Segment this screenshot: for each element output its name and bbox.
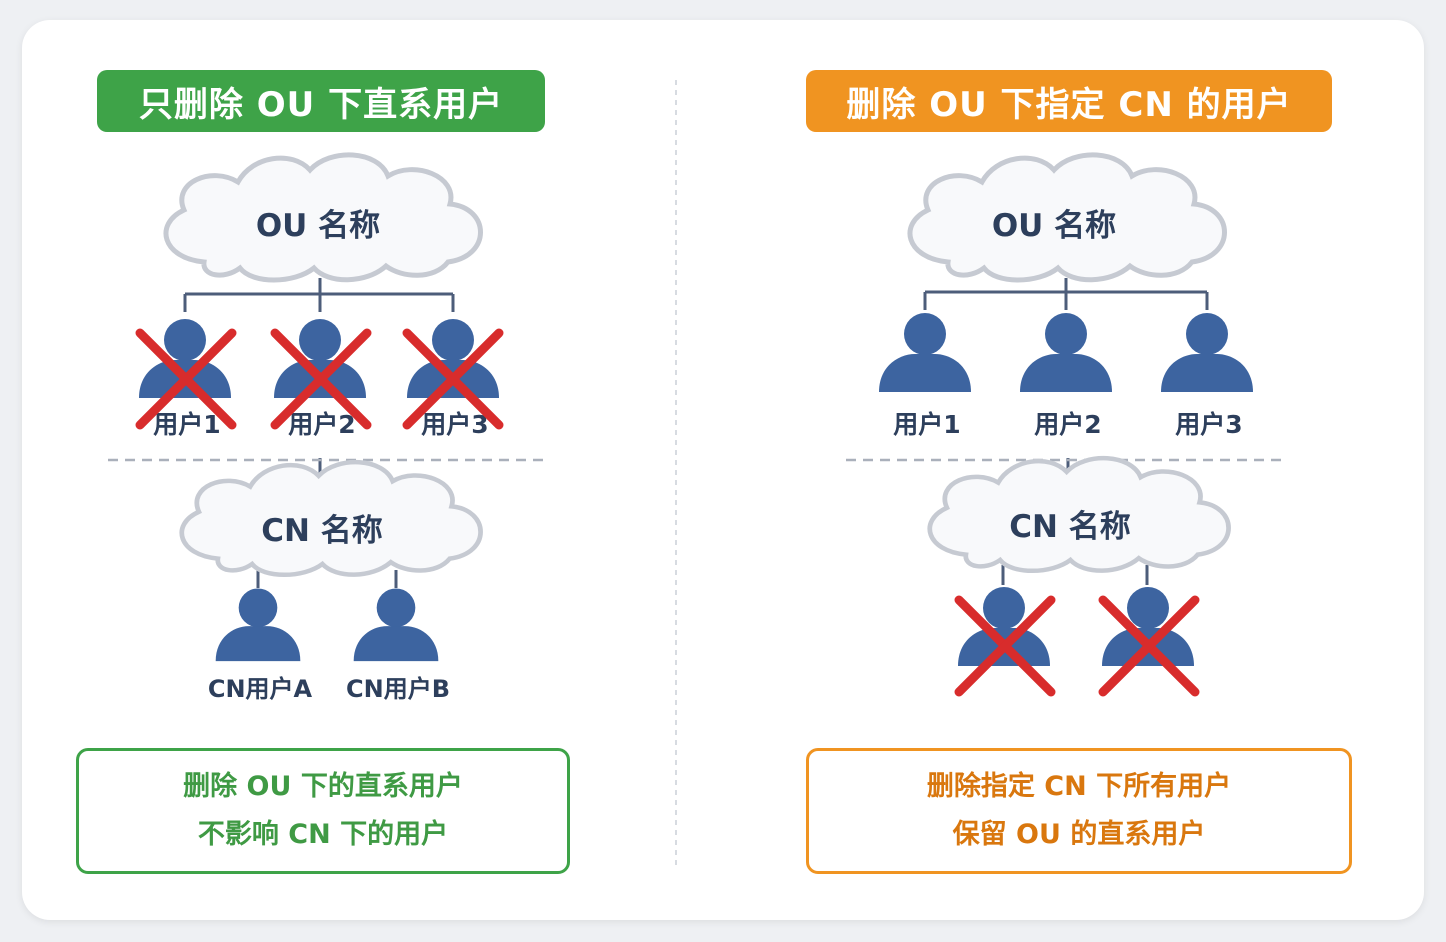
right-note-line1: 删除指定 CN 下所有用户: [926, 771, 1232, 802]
left-user-label: 用户3: [421, 410, 488, 439]
left-user-label: 用户1: [153, 410, 220, 439]
right-user-label: 用户3: [1175, 410, 1242, 439]
left-panel: OU 名称 用户1 用户2 用户3 CN 名称: [108, 155, 544, 703]
right-tree-lines: [923, 278, 1209, 585]
right-user-label: 用户1: [893, 410, 960, 439]
user-icon: [215, 588, 301, 662]
left-user-label: 用户2: [288, 410, 355, 439]
user-icon: [353, 588, 439, 662]
left-note-line1: 删除 OU 下的直系用户: [183, 771, 463, 802]
right-ou-cloud-label: OU 名称: [992, 208, 1116, 244]
right-note-line2: 保留 OU 的直系用户: [952, 819, 1206, 850]
user-icon: [958, 587, 1050, 666]
right-panel: OU 名称 用户1 用户2 用户3 CN 名称: [846, 155, 1284, 692]
user-icon: [407, 319, 499, 398]
left-note-line2: 不影响 CN 下的用户: [197, 819, 449, 850]
user-icon: [1102, 587, 1194, 666]
user-icon: [1020, 313, 1112, 392]
right-header: 删除 OU 下指定 CN 的用户: [806, 70, 1332, 132]
right-note-box: 删除指定 CN 下所有用户 保留 OU 的直系用户: [806, 748, 1352, 874]
left-note-box: 删除 OU 下的直系用户 不影响 CN 下的用户: [76, 748, 570, 874]
left-cn-cloud-label: CN 名称: [261, 513, 383, 549]
left-ou-cloud-label: OU 名称: [256, 208, 380, 244]
left-cn-user-label: CN用户B: [346, 675, 450, 703]
user-icon: [1161, 313, 1253, 392]
right-cn-cloud-label: CN 名称: [1009, 509, 1131, 545]
left-header: 只删除 OU 下直系用户: [97, 70, 545, 132]
left-cn-user-label: CN用户A: [208, 675, 313, 703]
user-icon: [879, 313, 971, 392]
right-user-label: 用户2: [1034, 410, 1101, 439]
